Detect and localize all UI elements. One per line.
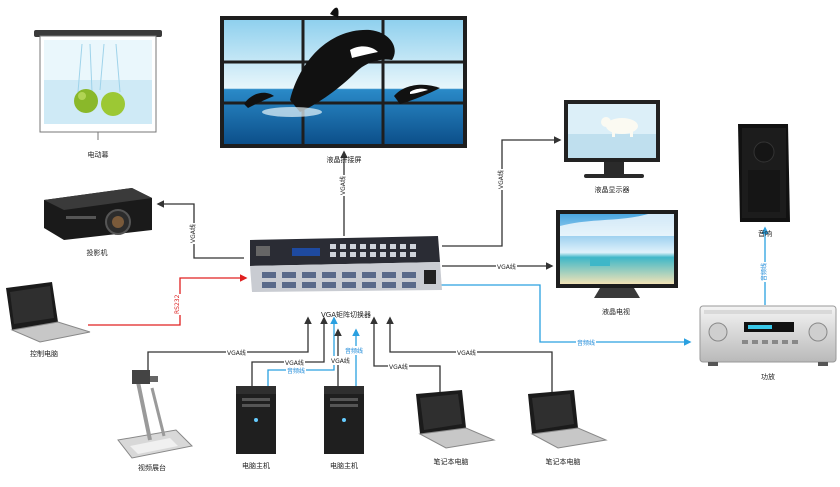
laptop-2: [528, 390, 608, 449]
label-video-booth: 视频展台: [138, 464, 166, 472]
edge-label-vga-pc1: VGA线: [284, 358, 305, 367]
edge-label-vga-laptop2: VGA线: [456, 348, 477, 357]
edge-label-vga-monitor: VGA线: [496, 169, 505, 190]
projector: [44, 188, 152, 240]
laptop-1: [416, 390, 496, 449]
electric-screen: [34, 30, 162, 140]
pc-tower-2: [324, 386, 364, 454]
label-laptop1: 笔记本电脑: [433, 458, 469, 466]
label-laptop2: 笔记本电脑: [545, 458, 581, 466]
label-matrix: VGA矩阵切换器: [320, 311, 372, 319]
edge-laptop1-matrix: [370, 316, 441, 392]
edge-matrix-monitor: [442, 136, 562, 247]
edge-label-audio-pc2: 音频线: [344, 346, 365, 355]
label-pc2: 电脑主机: [330, 462, 358, 470]
amplifier: [699, 305, 837, 366]
edge-label-rs232: RS232: [174, 293, 181, 315]
label-electric-screen: 电动幕: [87, 151, 109, 159]
edge-label-vga-videowall: VGA线: [338, 175, 347, 196]
edge-label-audio-speaker: 音频线: [759, 261, 768, 282]
edge-matrix-amp-audio: [424, 284, 692, 346]
edge-label-vga-laptop1: VGA线: [388, 362, 409, 371]
edge-label-audio-pc1: 音频线: [286, 366, 307, 375]
video-booth: [117, 370, 194, 459]
edge-pc-matrix-rs232: [88, 274, 248, 326]
edge-label-vga-booth: VGA线: [226, 348, 247, 357]
label-lcd-tv: 液晶电视: [602, 308, 630, 316]
label-pc1: 电脑主机: [242, 462, 270, 470]
video-wall: [220, 7, 467, 148]
pc-tower-1: [236, 386, 276, 454]
lcd-tv: [556, 210, 678, 298]
lcd-monitor: [564, 100, 660, 178]
label-lcd-monitor: 液晶显示器: [594, 186, 630, 194]
control-laptop: [6, 282, 91, 343]
label-amplifier: 功放: [761, 373, 775, 381]
label-control-pc: 控制电脑: [30, 350, 58, 358]
label-videowall: 液晶拼接屏: [326, 156, 362, 164]
edge-label-vga-tv: VGA线: [496, 262, 517, 271]
label-speaker: 音响: [758, 230, 772, 238]
speaker: [738, 124, 790, 222]
edge-label-audio-amp: 音频线: [576, 338, 597, 347]
edge-label-vga-pc2: VGA线: [330, 356, 351, 365]
edge-label-vga-projector: VGA线: [188, 223, 197, 244]
edge-matrix-projector: [156, 200, 244, 259]
matrix-switcher: [250, 236, 442, 292]
label-projector: 投影机: [86, 249, 108, 257]
